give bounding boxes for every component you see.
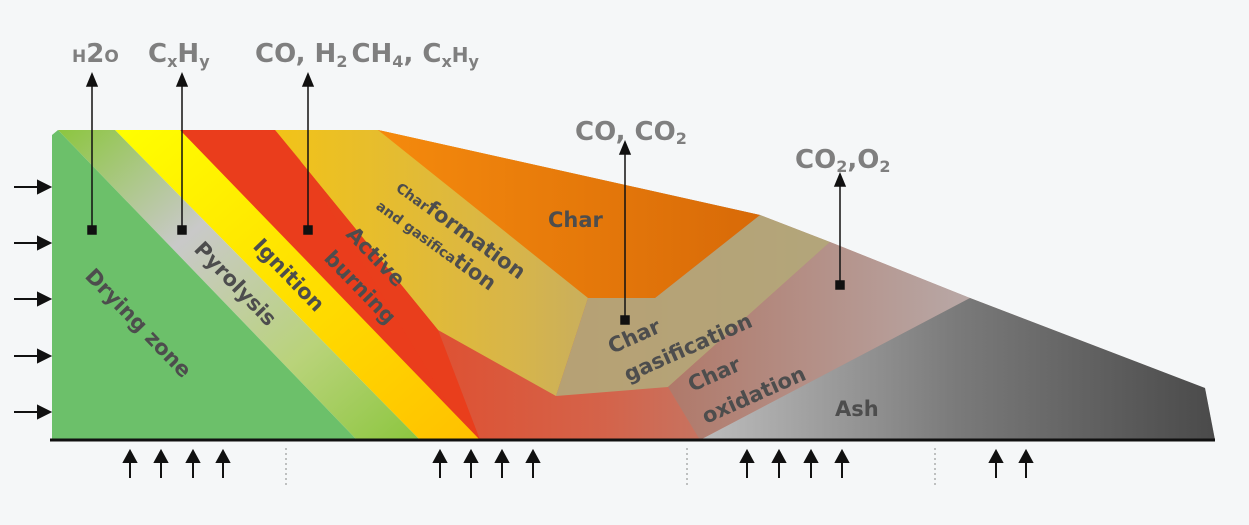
gas-label-co2-o2: CO2,O2 [795,145,890,176]
pyrolysis-region [58,130,420,440]
side-air-arrows [14,179,53,420]
gas-release-arrows [85,72,847,325]
ash-region [700,298,1215,440]
char-region [378,130,760,298]
active-burning-fade-region [275,130,480,440]
char-gasification-region [556,215,830,396]
char-oxidation-region [668,242,970,440]
gas-label-hydrocarbons: CxHy [148,39,210,71]
gas-label-co-co2: CO, CO2 [575,117,687,148]
gas-label-water: H2O [72,39,119,69]
drying-zone-region [52,130,357,440]
primary-air-arrows [122,448,1034,478]
zone-label-ash: Ash [835,397,879,421]
ignition-region [115,130,480,440]
zone-label-char: Char [548,208,604,232]
